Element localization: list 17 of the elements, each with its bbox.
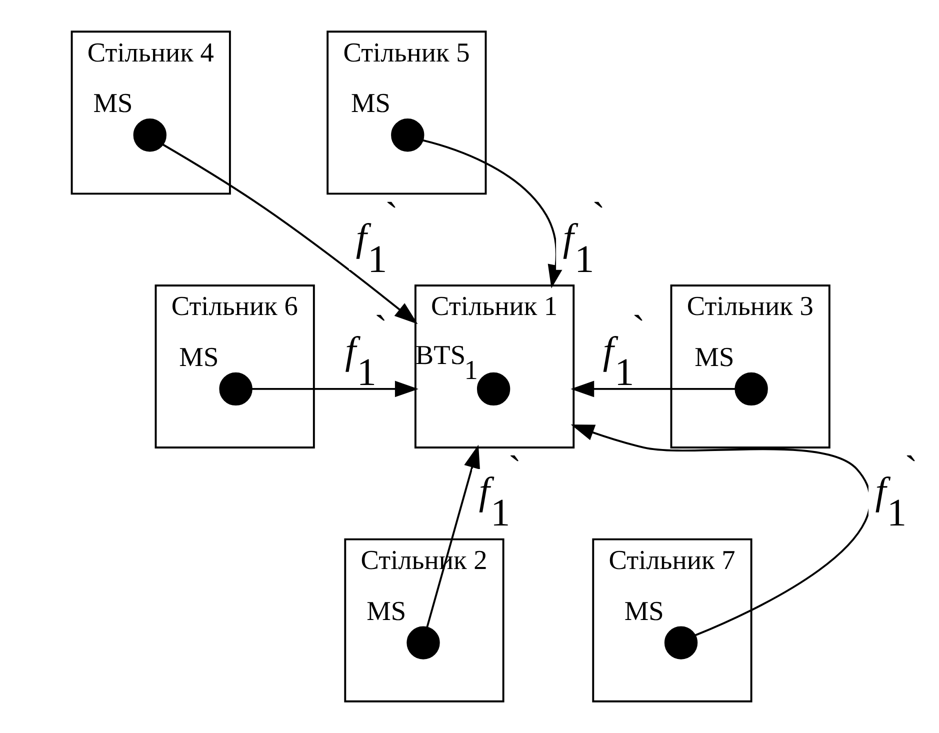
node-label: MS bbox=[624, 596, 664, 626]
arrow bbox=[252, 380, 418, 398]
node-label: MS bbox=[179, 342, 219, 372]
node-circle bbox=[734, 372, 768, 406]
node-circle bbox=[406, 626, 440, 660]
arrow bbox=[162, 144, 418, 324]
arrow bbox=[570, 380, 736, 398]
node-label: MS bbox=[366, 596, 406, 626]
node-label: MS bbox=[351, 88, 391, 118]
node-circle bbox=[476, 372, 510, 406]
node-label: MS bbox=[93, 88, 133, 118]
node-circle bbox=[219, 372, 252, 406]
node-circle bbox=[391, 118, 424, 152]
node-circle bbox=[133, 118, 166, 152]
node-circle bbox=[664, 626, 698, 660]
node-label: MS bbox=[694, 342, 734, 372]
arrow bbox=[426, 444, 480, 628]
